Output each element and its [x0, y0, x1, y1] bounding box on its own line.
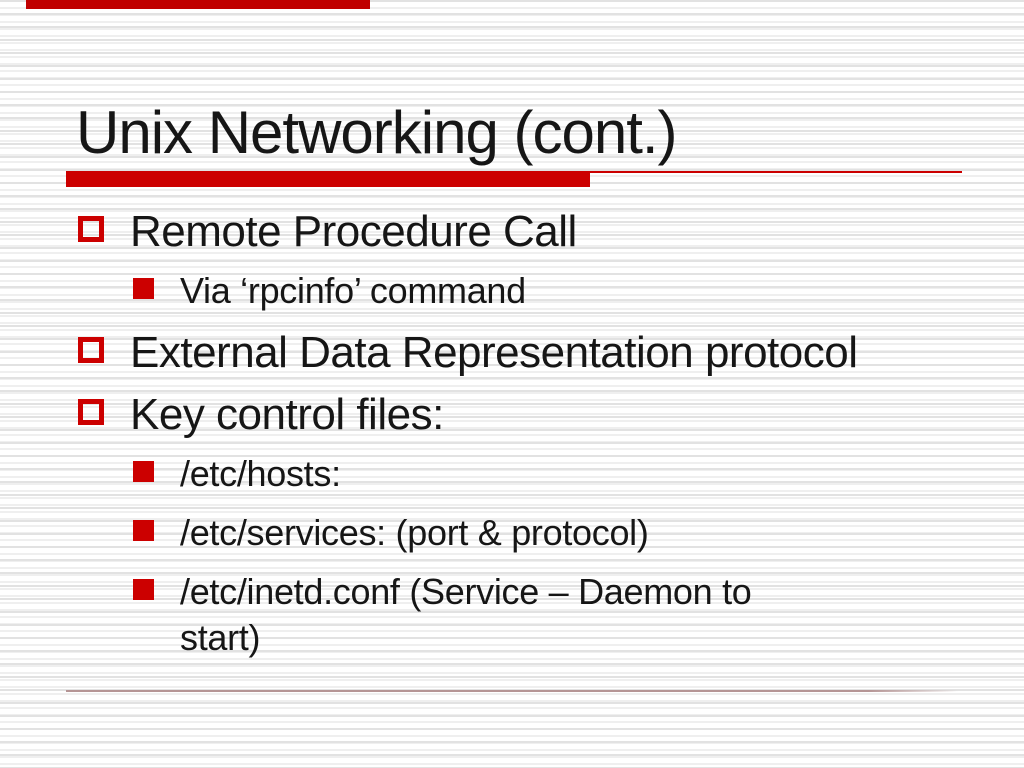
filled-square-bullet-icon — [133, 520, 154, 541]
footer-divider-line — [66, 690, 958, 692]
sub-bullet-item: /etc/inetd.conf (Service – Daemon to sta… — [133, 569, 976, 661]
sub-bullet-item: /etc/hosts: — [133, 451, 976, 497]
filled-square-bullet-icon — [133, 579, 154, 600]
bullet-text: Via ‘rpcinfo’ command — [180, 270, 526, 311]
bullet-text: Key control files: — [130, 390, 444, 439]
title-underline-line — [590, 171, 962, 173]
bullet-text: /etc/inetd.conf (Service – Daemon to sta… — [180, 571, 752, 658]
bullet-text: /etc/services: (port & protocol) — [180, 512, 649, 553]
sub-bullet-item: Via ‘rpcinfo’ command — [133, 268, 976, 314]
title-underline-bar — [66, 171, 590, 187]
hollow-square-bullet-icon — [78, 337, 104, 363]
filled-square-bullet-icon — [133, 278, 154, 299]
bullet-text: /etc/hosts: — [180, 453, 341, 494]
bullet-item: Key control files: — [66, 389, 976, 441]
filled-square-bullet-icon — [133, 461, 154, 482]
sub-bullet-item: /etc/services: (port & protocol) — [133, 510, 976, 556]
bullet-item: External Data Representation protocol — [66, 327, 976, 379]
hollow-square-bullet-icon — [78, 399, 104, 425]
bullet-text: External Data Representation protocol — [130, 328, 858, 377]
hollow-square-bullet-icon — [78, 216, 104, 242]
top-accent-bar — [26, 0, 370, 9]
slide-title: Unix Networking (cont.) — [76, 99, 678, 166]
bullet-item: Remote Procedure Call — [66, 206, 976, 258]
bullet-text: Remote Procedure Call — [130, 207, 577, 256]
